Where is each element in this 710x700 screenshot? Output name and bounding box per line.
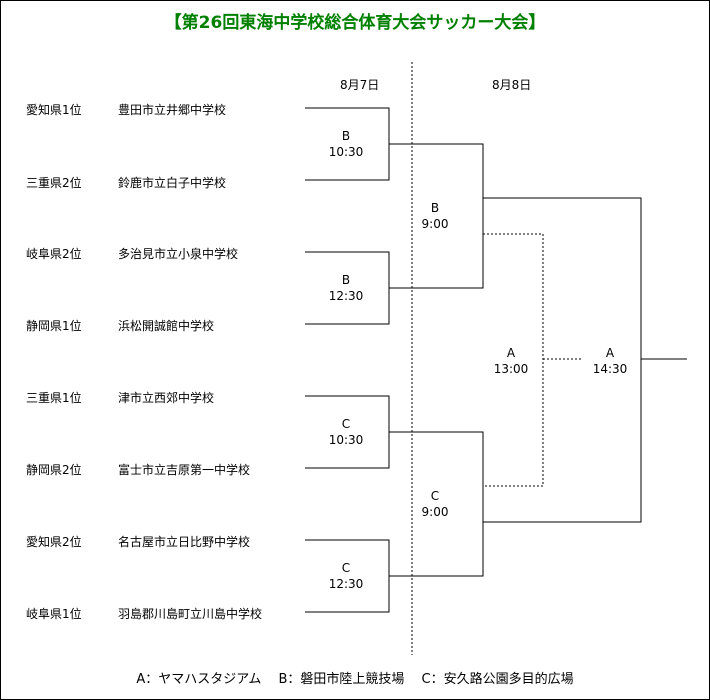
team-5-school: 津市立西郊中学校 bbox=[118, 391, 215, 405]
team-8-school: 羽島郡川島町立川島中学校 bbox=[118, 607, 263, 621]
match-final-venue: A bbox=[605, 346, 615, 360]
team-2-school: 鈴鹿市立白子中学校 bbox=[118, 176, 227, 190]
team-1-prefecture: 愛知県1位 bbox=[26, 103, 82, 117]
match-semi-2-time: 9:00 bbox=[421, 505, 449, 519]
day-label-aug7: 8月7日 bbox=[340, 78, 380, 92]
match-semi-1: B 9:00 bbox=[407, 200, 463, 232]
match-semi-1-time: 9:00 bbox=[421, 217, 449, 231]
bracket-line-third-place bbox=[483, 233, 544, 487]
match-third-place: A 13:00 bbox=[483, 345, 539, 377]
match-semi-2: C 9:00 bbox=[407, 488, 463, 520]
team-5-prefecture: 三重県1位 bbox=[26, 391, 82, 405]
team-2-prefecture: 三重県2位 bbox=[26, 176, 82, 190]
venue-legend: A：ヤマハスタジアム B：磐田市陸上競技場 C：安久路公園多目的広場 bbox=[136, 672, 574, 687]
match-final-time: 14:30 bbox=[592, 362, 628, 376]
match-third-place-time: 13:00 bbox=[493, 362, 529, 376]
match-r1-1-venue: B bbox=[341, 129, 351, 143]
match-final: A 14:30 bbox=[582, 345, 638, 377]
team-1-school: 豊田市立井郷中学校 bbox=[118, 103, 227, 117]
match-r1-4-venue: C bbox=[341, 561, 351, 575]
match-r1-4: C 12:30 bbox=[318, 560, 374, 592]
match-r1-4-time: 12:30 bbox=[328, 577, 364, 591]
team-7-prefecture: 愛知県2位 bbox=[26, 535, 82, 549]
page-title: 【第26回東海中学校総合体育大会サッカー大会】 bbox=[164, 13, 546, 33]
match-third-place-venue: A bbox=[506, 346, 516, 360]
team-3-school: 多治見市立小泉中学校 bbox=[118, 247, 239, 261]
team-6-school: 富士市立吉原第一中学校 bbox=[118, 463, 251, 477]
bracket-line-semi-1 bbox=[389, 143, 484, 289]
team-6-prefecture: 静岡県2位 bbox=[26, 463, 82, 477]
team-4-school: 浜松開誠館中学校 bbox=[118, 319, 215, 333]
match-r1-3-venue: C bbox=[341, 417, 351, 431]
bracket-line-final bbox=[483, 197, 642, 523]
team-7-school: 名古屋市立日比野中学校 bbox=[118, 535, 251, 549]
match-r1-2-venue: B bbox=[341, 273, 351, 287]
day-label-aug8: 8月8日 bbox=[492, 78, 532, 92]
team-3-prefecture: 岐阜県2位 bbox=[26, 247, 82, 261]
team-8-prefecture: 岐阜県1位 bbox=[26, 607, 82, 621]
match-r1-1-time: 10:30 bbox=[328, 145, 364, 159]
match-r1-3: C 10:30 bbox=[318, 416, 374, 448]
team-4-prefecture: 静岡県1位 bbox=[26, 319, 82, 333]
match-r1-2: B 12:30 bbox=[318, 272, 374, 304]
match-semi-1-venue: B bbox=[430, 201, 440, 215]
bracket-line-semi-2 bbox=[389, 431, 484, 577]
match-r1-1: B 10:30 bbox=[318, 128, 374, 160]
match-semi-2-venue: C bbox=[430, 489, 440, 503]
match-r1-2-time: 12:30 bbox=[328, 289, 364, 303]
match-r1-3-time: 10:30 bbox=[328, 433, 364, 447]
